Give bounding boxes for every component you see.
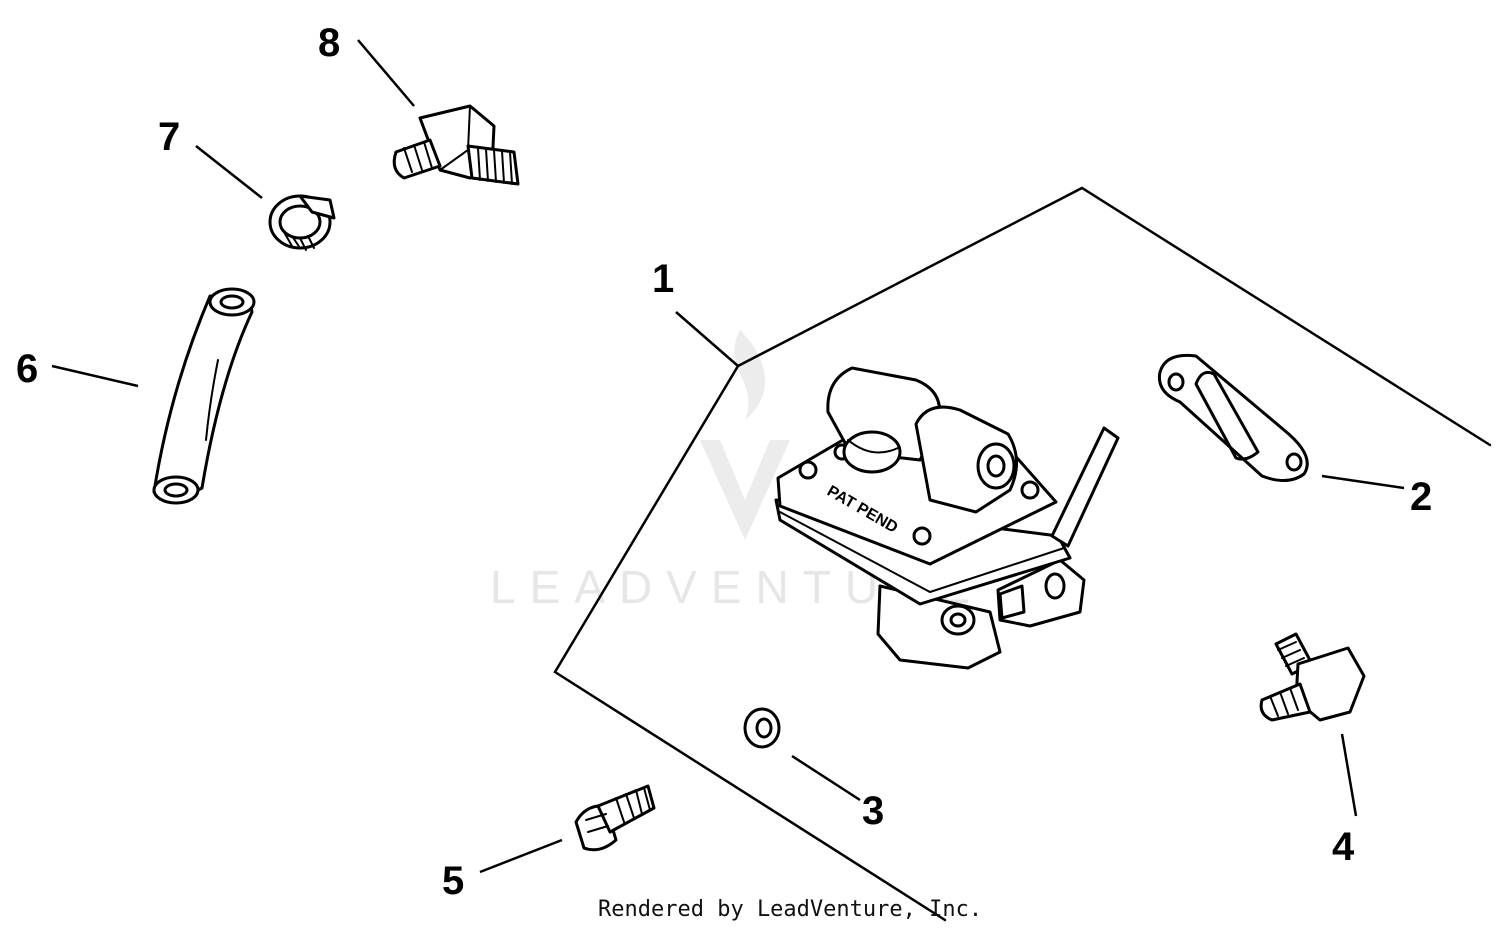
callouts: 8 7 6 1 2 3 4 5 bbox=[16, 21, 1432, 903]
leader-4 bbox=[1340, 733, 1358, 817]
footer-credit: Rendered by LeadVenture, Inc. bbox=[598, 897, 982, 922]
part-1-fuel-pump: PAT PEND bbox=[774, 366, 1120, 670]
watermark-flame bbox=[734, 330, 766, 420]
part-5-bolt bbox=[574, 784, 656, 852]
callout-3: 3 bbox=[862, 789, 884, 833]
callout-4: 4 bbox=[1332, 825, 1355, 869]
part-3-washer bbox=[743, 707, 781, 749]
callout-7: 7 bbox=[158, 115, 180, 159]
leader-1 bbox=[675, 311, 739, 367]
watermark-logo bbox=[700, 440, 790, 540]
leader-3 bbox=[791, 754, 861, 802]
part-6-fuel-hose bbox=[152, 287, 256, 505]
callout-6: 6 bbox=[16, 347, 38, 391]
callout-5: 5 bbox=[442, 859, 464, 903]
part-8-elbow-fitting bbox=[392, 104, 520, 186]
callout-1: 1 bbox=[652, 257, 674, 301]
leader-8 bbox=[357, 39, 415, 107]
part-4-fitting bbox=[1259, 632, 1366, 722]
leader-6 bbox=[51, 364, 139, 388]
part-2-gasket bbox=[1157, 353, 1309, 482]
part-7-hose-clamp bbox=[268, 194, 336, 251]
callout-8: 8 bbox=[318, 21, 340, 65]
callout-2: 2 bbox=[1410, 475, 1432, 519]
leader-7 bbox=[195, 145, 263, 199]
leader-2 bbox=[1321, 474, 1405, 490]
leader-5 bbox=[479, 838, 563, 874]
leader-lines bbox=[51, 39, 1405, 874]
